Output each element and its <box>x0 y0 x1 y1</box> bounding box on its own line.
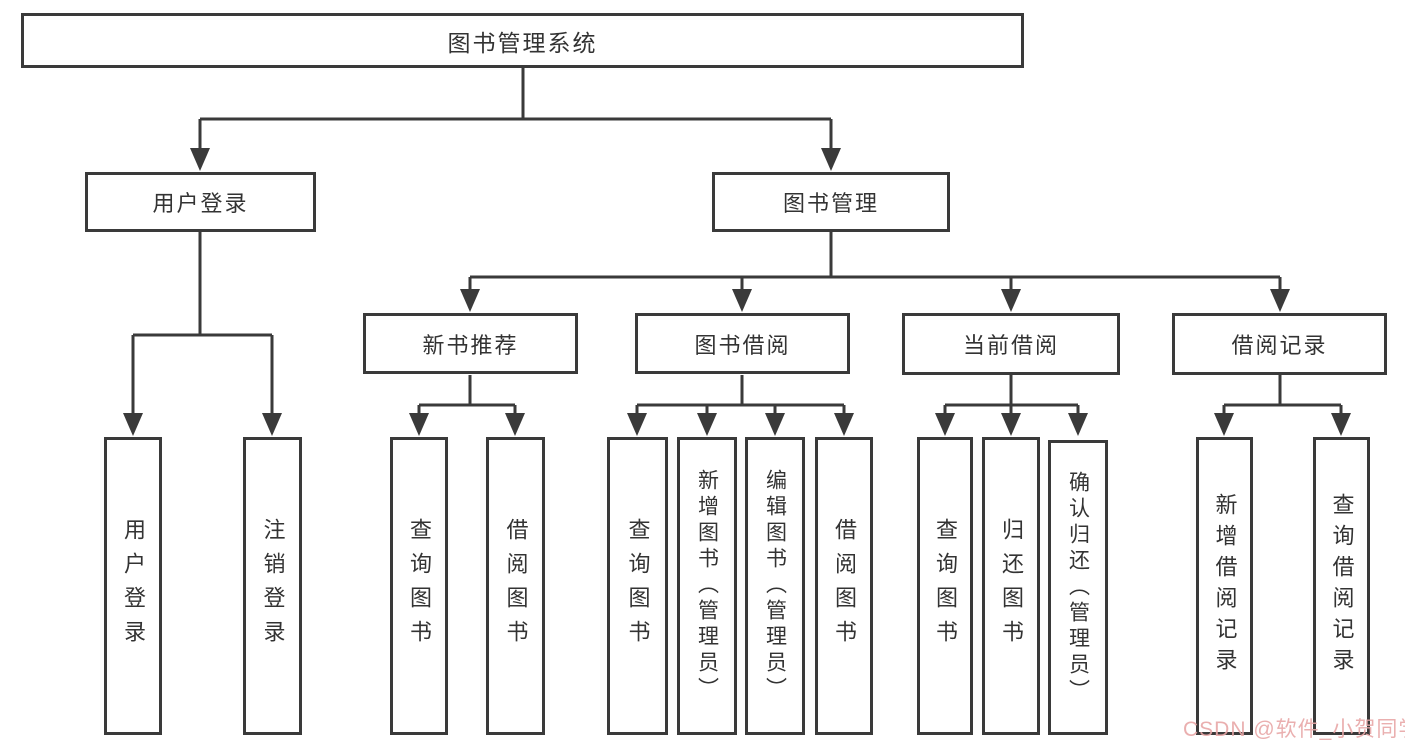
arrow-down-icon <box>732 289 752 312</box>
arrow-down-icon <box>1001 413 1021 436</box>
arrow-down-icon <box>821 148 841 171</box>
node-current-borrow-label: 当前借阅 <box>962 333 1059 358</box>
arrow-down-icon <box>262 413 282 436</box>
node-root-label: 图书管理系统 <box>447 29 598 56</box>
node-user-login-label: 用户登录 <box>152 191 249 216</box>
leaf-add-book-admin: 新增图书（管理员） <box>677 437 737 735</box>
leaf-borrow-books: 借阅图书 <box>815 437 873 735</box>
arrow-down-icon <box>1331 413 1351 436</box>
arrow-down-icon <box>935 413 955 436</box>
leaf-edit-book-admin: 编辑图书（管理员） <box>745 437 805 735</box>
node-borrow-records-label: 借阅记录 <box>1231 333 1328 358</box>
arrow-down-icon <box>505 413 525 436</box>
arrow-down-icon <box>1214 413 1234 436</box>
node-book-borrow-label: 图书借阅 <box>694 332 791 358</box>
arrow-down-icon <box>765 413 785 436</box>
leaf-confirm-return-admin: 确认归还（管理员） <box>1048 440 1108 735</box>
arrow-down-icon <box>1068 413 1088 436</box>
leaf-logout-label: 注销登录 <box>260 518 286 654</box>
leaf-add-book-admin-label: 新增图书（管理员） <box>695 469 719 703</box>
leaf-query-borrow-record: 查询借阅记录 <box>1313 437 1370 735</box>
leaf-query-borrow-record-label: 查询借阅记录 <box>1329 493 1355 679</box>
leaf-borrow-books-label: 借阅图书 <box>832 518 857 654</box>
csdn-watermark: CSDN @软件_小贺同学 <box>1183 718 1405 741</box>
leaf-add-borrow-record: 新增借阅记录 <box>1196 437 1253 735</box>
leaf-query-books-borrow-label: 查询图书 <box>625 518 651 654</box>
node-user-login: 用户登录 <box>85 172 316 232</box>
arrow-down-icon <box>123 413 143 436</box>
node-borrow-records: 借阅记录 <box>1172 313 1387 375</box>
leaf-borrow-books-recommend: 借阅图书 <box>486 437 545 735</box>
node-book-management-label: 图书管理 <box>782 191 879 216</box>
node-book-borrow: 图书借阅 <box>635 313 850 374</box>
leaf-query-books-recommend: 查询图书 <box>390 437 448 735</box>
node-new-book-recommend: 新书推荐 <box>363 313 578 374</box>
leaf-logout: 注销登录 <box>243 437 302 735</box>
leaf-query-books-recommend-label: 查询图书 <box>407 518 432 654</box>
arrow-down-icon <box>1270 289 1290 312</box>
arrow-down-icon <box>834 413 854 436</box>
leaf-user-login-label: 用户登录 <box>121 518 146 654</box>
node-current-borrow: 当前借阅 <box>902 313 1120 375</box>
leaf-query-books-current: 查询图书 <box>917 437 973 735</box>
leaf-borrow-books-recommend-label: 借阅图书 <box>503 518 529 654</box>
arrow-down-icon <box>409 413 429 436</box>
leaf-query-books-borrow: 查询图书 <box>607 437 668 735</box>
node-new-book-recommend-label: 新书推荐 <box>422 332 519 358</box>
connector-path <box>131 68 1343 418</box>
arrow-down-icon <box>1001 289 1021 312</box>
leaf-return-books-label: 归还图书 <box>999 518 1024 654</box>
leaf-query-books-current-label: 查询图书 <box>933 518 958 654</box>
arrow-down-icon <box>460 289 480 312</box>
arrow-down-icon <box>697 413 717 436</box>
arrowheads <box>123 148 1351 436</box>
leaf-return-books: 归还图书 <box>982 437 1040 735</box>
leaf-edit-book-admin-label: 编辑图书（管理员） <box>763 469 787 703</box>
node-book-management: 图书管理 <box>712 172 950 232</box>
leaf-user-login: 用户登录 <box>104 437 162 735</box>
arrow-down-icon <box>190 148 210 171</box>
node-root: 图书管理系统 <box>21 13 1024 68</box>
leaf-add-borrow-record-label: 新增借阅记录 <box>1212 493 1238 679</box>
arrow-down-icon <box>627 413 647 436</box>
leaf-confirm-return-admin-label: 确认归还（管理员） <box>1066 470 1090 705</box>
